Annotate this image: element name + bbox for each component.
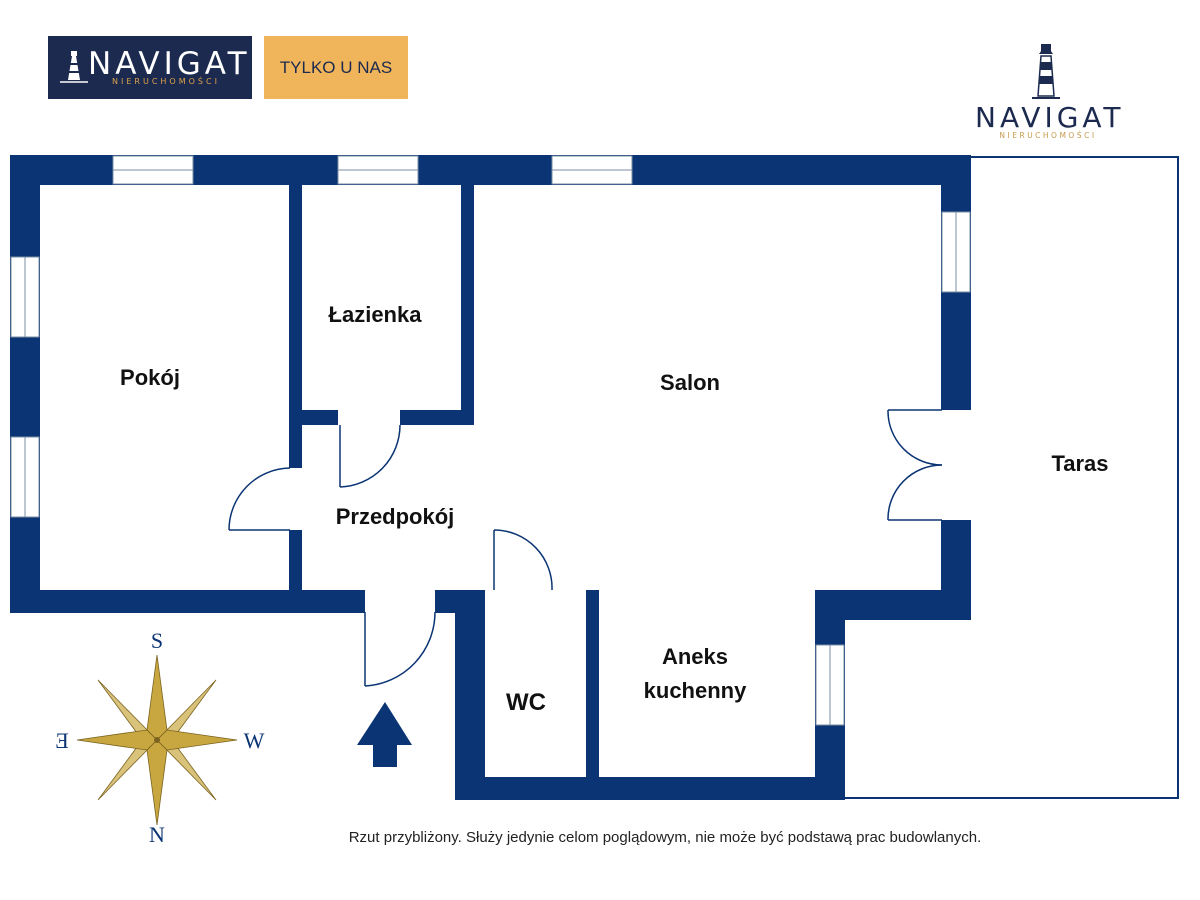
entrance-arrow-icon — [357, 702, 412, 767]
windows — [10, 155, 971, 726]
logo-name: NAVIGAT — [88, 46, 251, 82]
room-label-salon: Salon — [660, 370, 720, 395]
room-label-taras: Taras — [1051, 451, 1109, 476]
room-label-wc: WC — [506, 689, 546, 716]
room-label-przedpokoj: Przedpokój — [335, 504, 455, 529]
brand-name: NAVIGAT — [975, 101, 1125, 134]
disclaimer: Rzut przybliżony. Służy jedynie celom po… — [348, 829, 982, 846]
room-label-aneks-line1: Aneks — [661, 644, 729, 669]
compass-west-label: E — [55, 728, 68, 753]
compass-south-label: N — [149, 822, 165, 847]
compass-north-label: S — [151, 628, 163, 653]
compass-east-label: W — [244, 728, 265, 753]
navigat-logo — [48, 36, 252, 99]
doors — [228, 409, 943, 687]
compass-rose-icon — [76, 654, 238, 826]
brand-subtitle: NIERUCHOMOŚCI — [999, 131, 1097, 140]
room-label-aneks-line2: kuchenny — [643, 678, 747, 703]
exclusive-badge: TYLKO U NAS — [264, 36, 408, 99]
room-label-pokoj: Pokój — [120, 365, 180, 390]
terrace-outline — [845, 156, 1179, 799]
room-label-lazienka: Łazienka — [328, 302, 422, 327]
logo-subtitle: NIERUCHOMOŚCI — [112, 77, 220, 86]
